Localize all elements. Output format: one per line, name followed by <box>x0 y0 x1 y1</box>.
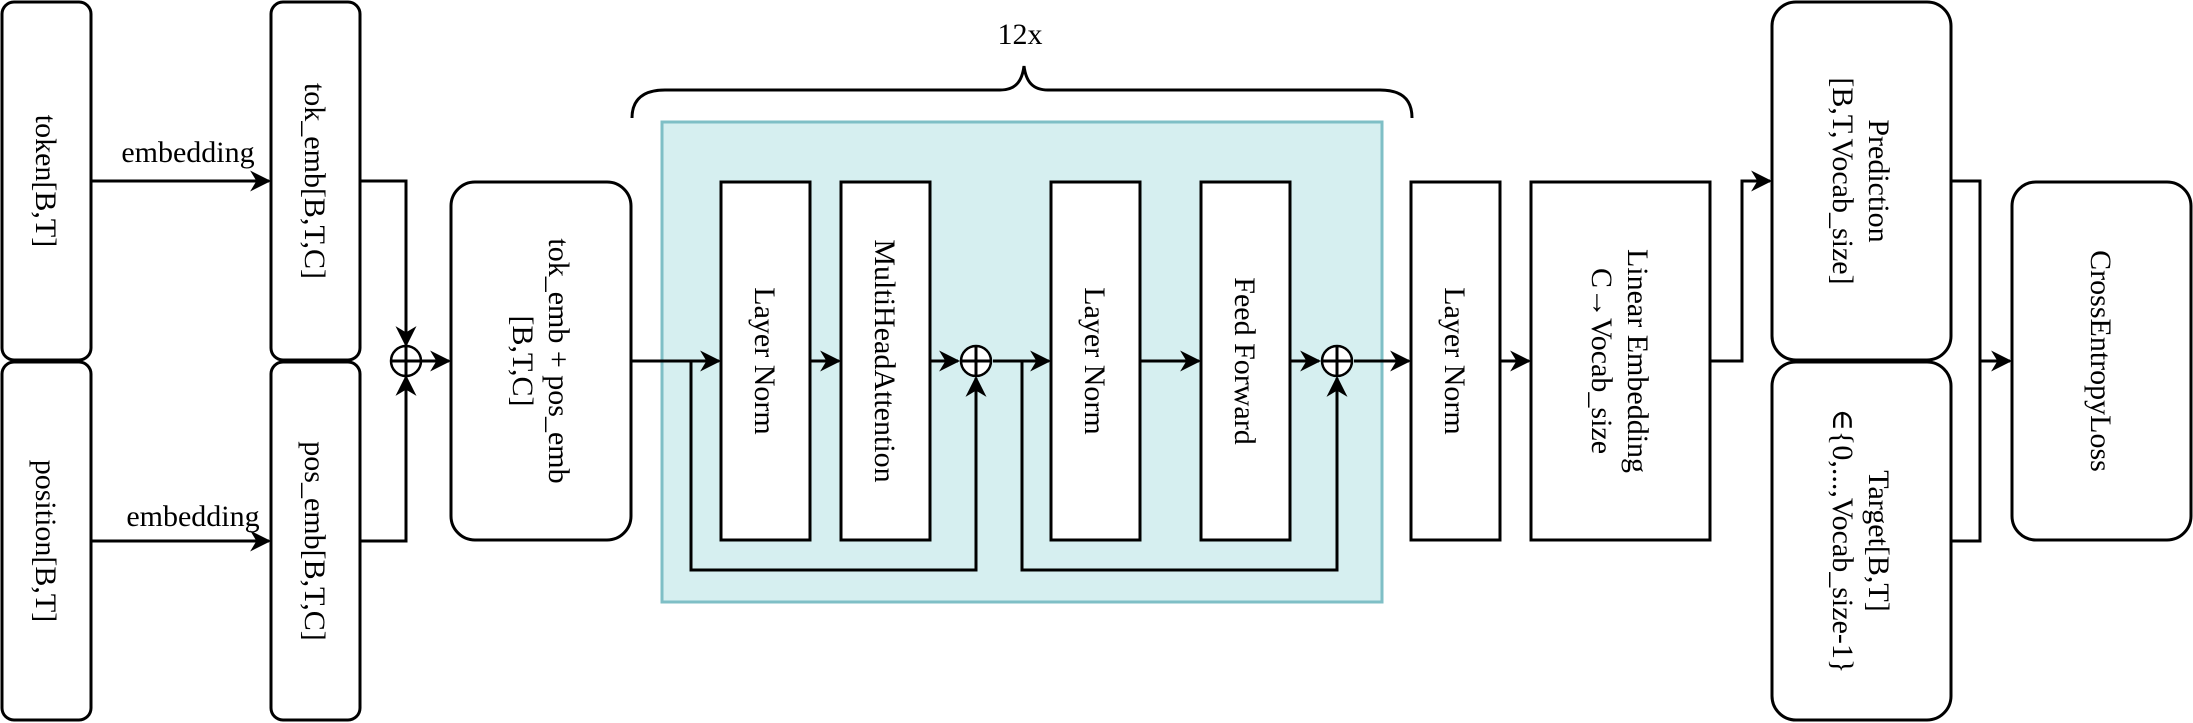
svg-text:Layer Norm: Layer Norm <box>1078 287 1111 434</box>
node-linear-embedding: Linear Embedding C→Vocab_size <box>1529 180 1712 542</box>
edge-residual-1 <box>689 361 987 572</box>
node-layer-norm-final: Layer Norm <box>1409 180 1502 542</box>
edge-label-embedding-top: embedding <box>121 136 254 169</box>
node-layer-norm-1: Layer Norm <box>719 180 812 542</box>
svg-text:token[B,T]: token[B,T] <box>29 115 62 247</box>
node-tok-emb: tok_emb[B,T,C] <box>269 0 362 362</box>
edge-residual-2 <box>1020 361 1348 572</box>
node-cross-entropy-loss: CrossEntropyLoss <box>2010 180 2193 542</box>
svg-text:Layer Norm: Layer Norm <box>1438 287 1471 434</box>
edge-target-to-loss <box>1951 361 1982 543</box>
node-pos-emb: pos_emb[B,T,C] <box>269 360 362 722</box>
svg-text:Linear Embedding: Linear Embedding <box>1621 249 1654 473</box>
svg-text:pos_emb[B,T,C]: pos_emb[B,T,C] <box>298 441 331 640</box>
edge-prediction-to-loss <box>1951 179 1982 361</box>
node-layer-norm-2: Layer Norm <box>1049 180 1142 542</box>
repeat-brace <box>630 65 1414 119</box>
add-node-ffn-residual <box>1320 344 1354 378</box>
svg-text:C→Vocab_size: C→Vocab_size <box>1585 268 1618 454</box>
edge-label-embedding-bottom: embedding <box>126 500 259 533</box>
repeat-label: 12x <box>998 18 1043 51</box>
node-feed-forward: Feed Forward <box>1199 180 1292 542</box>
node-position: position[B,T] <box>0 360 93 722</box>
svg-text:tok_emb[B,T,C]: tok_emb[B,T,C] <box>298 83 331 279</box>
node-target: Target[B,T] ∈{0,...,Vocab_size-1} <box>1770 360 1953 722</box>
svg-text:[B,T,C]: [B,T,C] <box>506 315 539 406</box>
svg-text:[B,T,Vocab_size]: [B,T,Vocab_size] <box>1826 77 1859 284</box>
svg-text:MultiHeadAttention: MultiHeadAttention <box>868 239 901 482</box>
svg-text:CrossEntropyLoss: CrossEntropyLoss <box>2084 250 2117 472</box>
add-node-embeddings <box>389 344 423 378</box>
node-prediction: Prediction [B,T,Vocab_size] <box>1770 0 1953 362</box>
svg-text:tok_emb + pos_emb: tok_emb + pos_emb <box>542 238 575 483</box>
svg-text:position[B,T]: position[B,T] <box>29 460 62 623</box>
edge-tok-emb-to-add <box>360 179 417 348</box>
node-multi-head-attention: MultiHeadAttention <box>839 180 932 542</box>
node-embedding-sum: tok_emb + pos_emb [B,T,C] <box>449 180 633 542</box>
svg-text:Layer Norm: Layer Norm <box>748 287 781 434</box>
svg-text:∈{0,...,Vocab_size-1}: ∈{0,...,Vocab_size-1} <box>1826 409 1859 674</box>
node-token: token[B,T] <box>0 0 93 362</box>
svg-text:Target[B,T]: Target[B,T] <box>1862 470 1895 611</box>
edge-linear-to-prediction <box>1710 170 1773 363</box>
svg-text:Prediction: Prediction <box>1862 119 1895 242</box>
svg-text:Feed Forward: Feed Forward <box>1228 277 1261 444</box>
edge-pos-emb-to-add <box>360 374 417 543</box>
add-node-attention-residual <box>959 344 993 378</box>
